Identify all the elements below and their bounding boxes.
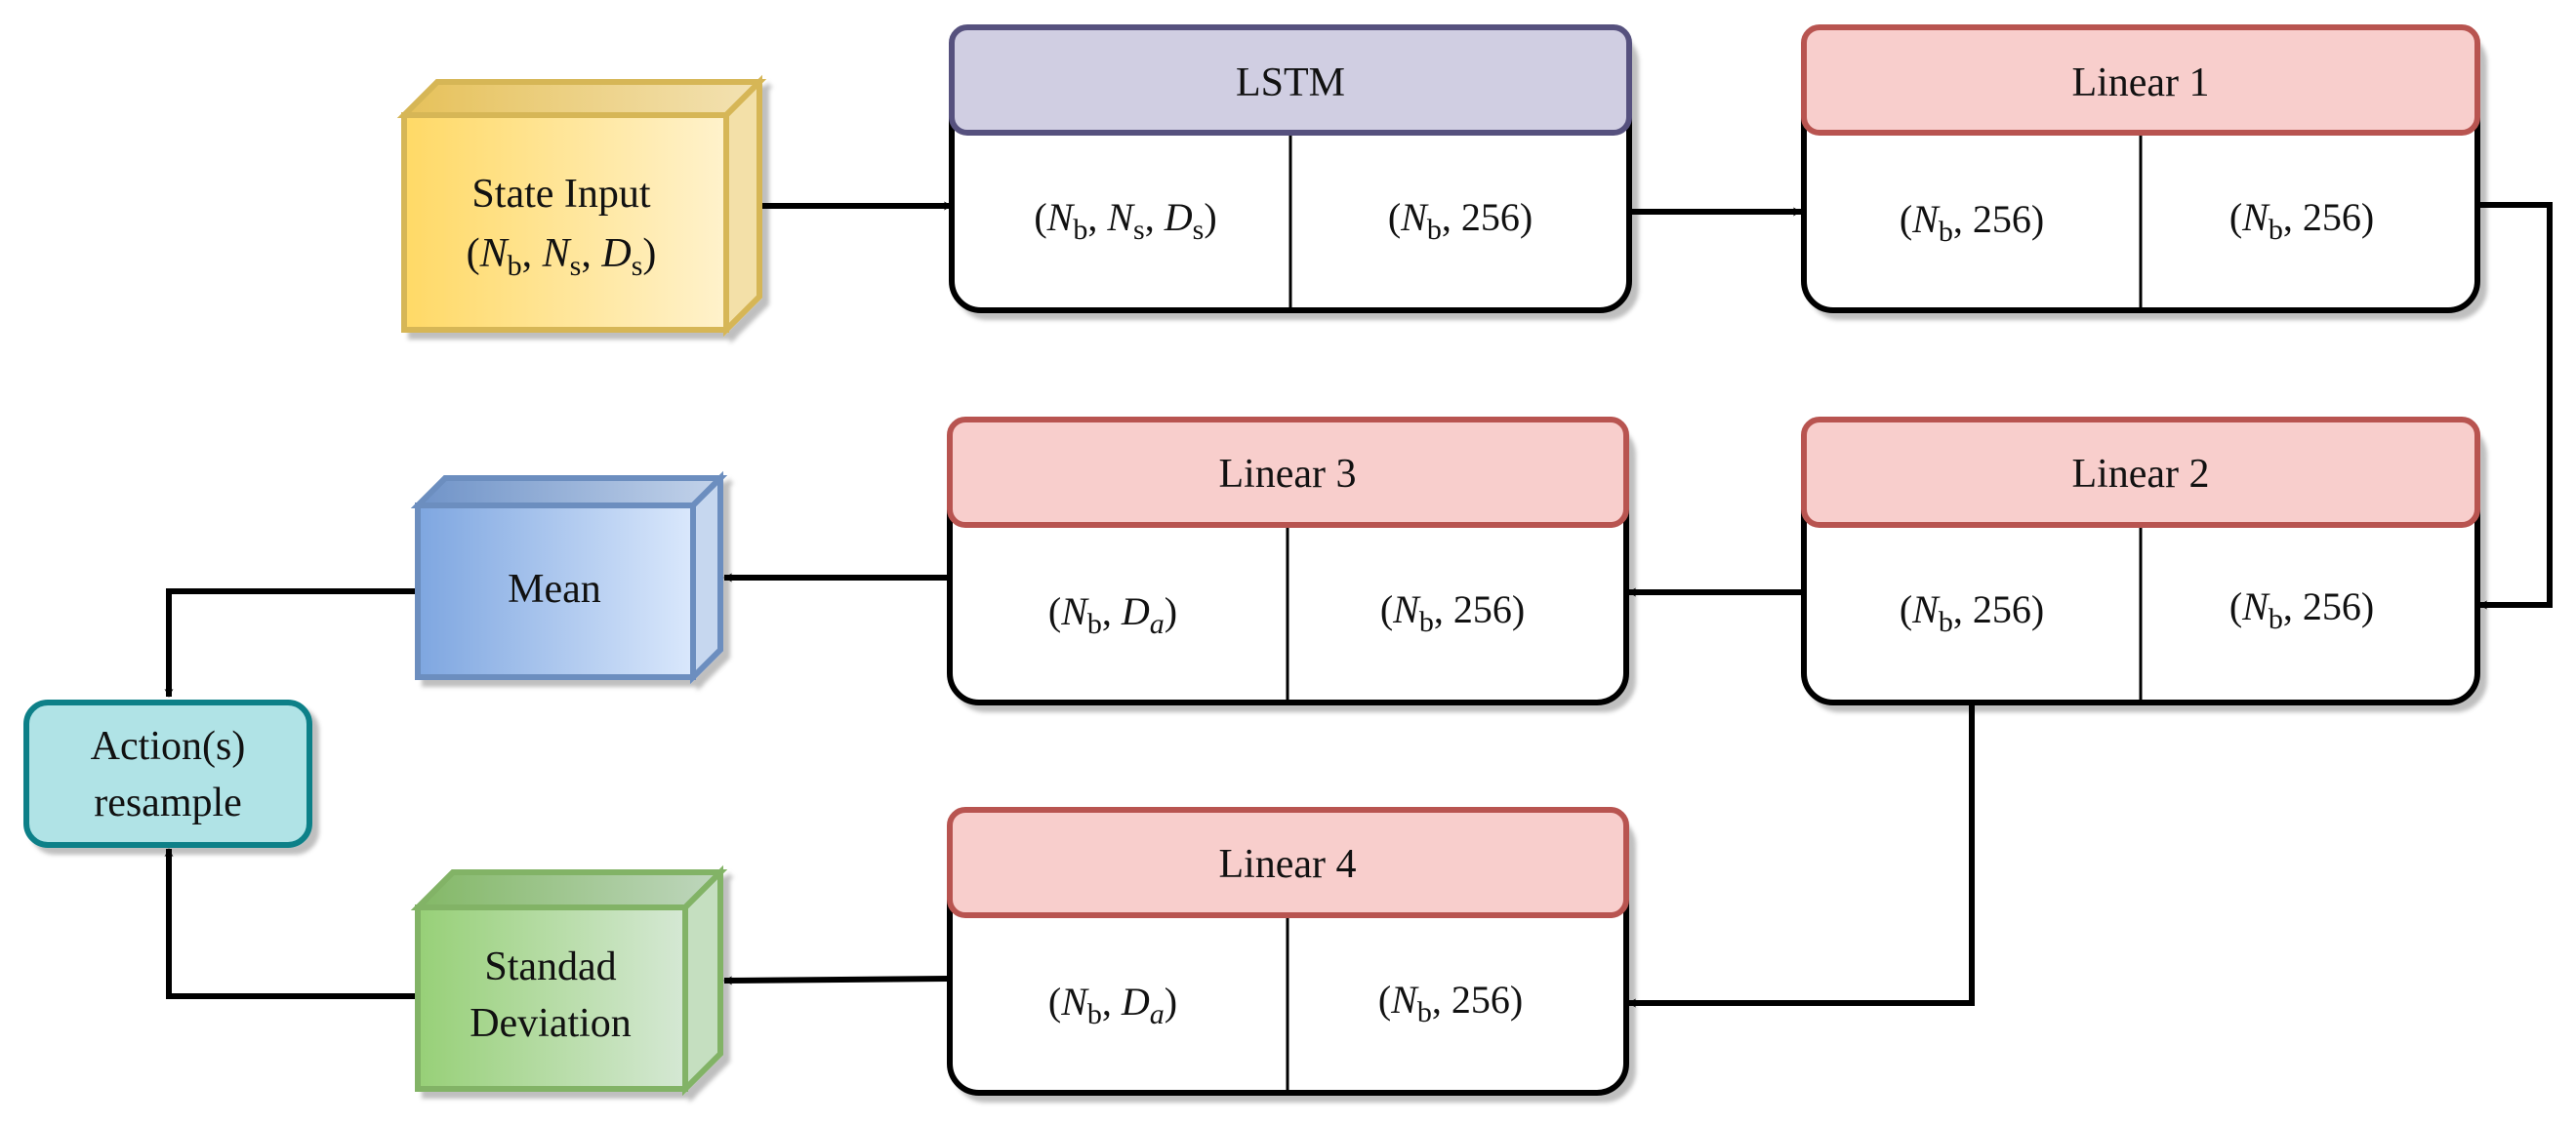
layer-linear-1-output-shape: (Nb, 256) bbox=[2229, 195, 2374, 246]
arrow-mean-to-action bbox=[164, 588, 415, 698]
arrow-linear2-to-linear4 bbox=[1627, 704, 1975, 1008]
arrow-std-to-action bbox=[164, 848, 415, 999]
layer-lstm-input-shape: (Nb, Ns, Ds) bbox=[1034, 195, 1216, 246]
action-label-line1: Action(s) bbox=[91, 724, 246, 769]
layer-linear-2-title: Linear 2 bbox=[2071, 452, 2209, 497]
state-input-label: State Input bbox=[471, 172, 650, 217]
layer-linear-1-input-shape: (Nb, 256) bbox=[1900, 197, 2044, 248]
standard-deviation-cube: Standad Deviation bbox=[410, 864, 728, 1097]
layer-lstm-output-shape: (Nb, 256) bbox=[1388, 195, 1533, 246]
std-label-line2: Deviation bbox=[470, 1001, 632, 1046]
state-input-cube: State Input (Nb, Ns, Ds) bbox=[396, 74, 767, 338]
layer-linear-3-output-shape: (Nb, Da) bbox=[1048, 589, 1177, 640]
layer-linear-3-input-shape: (Nb, 256) bbox=[1380, 587, 1525, 638]
state-input-shape: (Nb, Ns, Ds) bbox=[467, 231, 657, 282]
arrow-linear1-to-linear2 bbox=[2477, 202, 2553, 610]
layer-linear-3: Linear 3 (Nb, Da) (Nb, 256) bbox=[947, 417, 1629, 705]
layer-linear-4: Linear 4 (Nb, Da) (Nb, 256) bbox=[947, 807, 1629, 1096]
layer-linear-4-title: Linear 4 bbox=[1218, 842, 1356, 887]
mean-label: Mean bbox=[508, 567, 601, 612]
layer-lstm: LSTM (Nb, Ns, Ds) (Nb, 256) bbox=[949, 24, 1632, 313]
layer-linear-2-output-shape: (Nb, 256) bbox=[2229, 584, 2374, 635]
mean-cube: Mean bbox=[410, 470, 728, 685]
layer-linear-3-title: Linear 3 bbox=[1218, 452, 1356, 497]
arrow-linear4-to-std bbox=[723, 976, 949, 985]
layer-linear-1: Linear 1 (Nb, 256) (Nb, 256) bbox=[1801, 24, 2480, 313]
layer-linear-1-title: Linear 1 bbox=[2071, 60, 2209, 105]
action-label-line2: resample bbox=[94, 781, 242, 825]
std-label-line1: Standad bbox=[484, 944, 616, 989]
layer-linear-4-output-shape: (Nb, Da) bbox=[1048, 980, 1177, 1030]
layer-linear-2-input-shape: (Nb, 256) bbox=[1900, 587, 2044, 638]
layer-linear-2: Linear 2 (Nb, 256) (Nb, 256) bbox=[1801, 417, 2480, 705]
action-resample-box: Action(s) resample bbox=[23, 700, 312, 848]
layer-linear-4-input-shape: (Nb, 256) bbox=[1378, 978, 1523, 1028]
connectors bbox=[164, 201, 2553, 1008]
layer-lstm-title: LSTM bbox=[1236, 60, 1345, 105]
